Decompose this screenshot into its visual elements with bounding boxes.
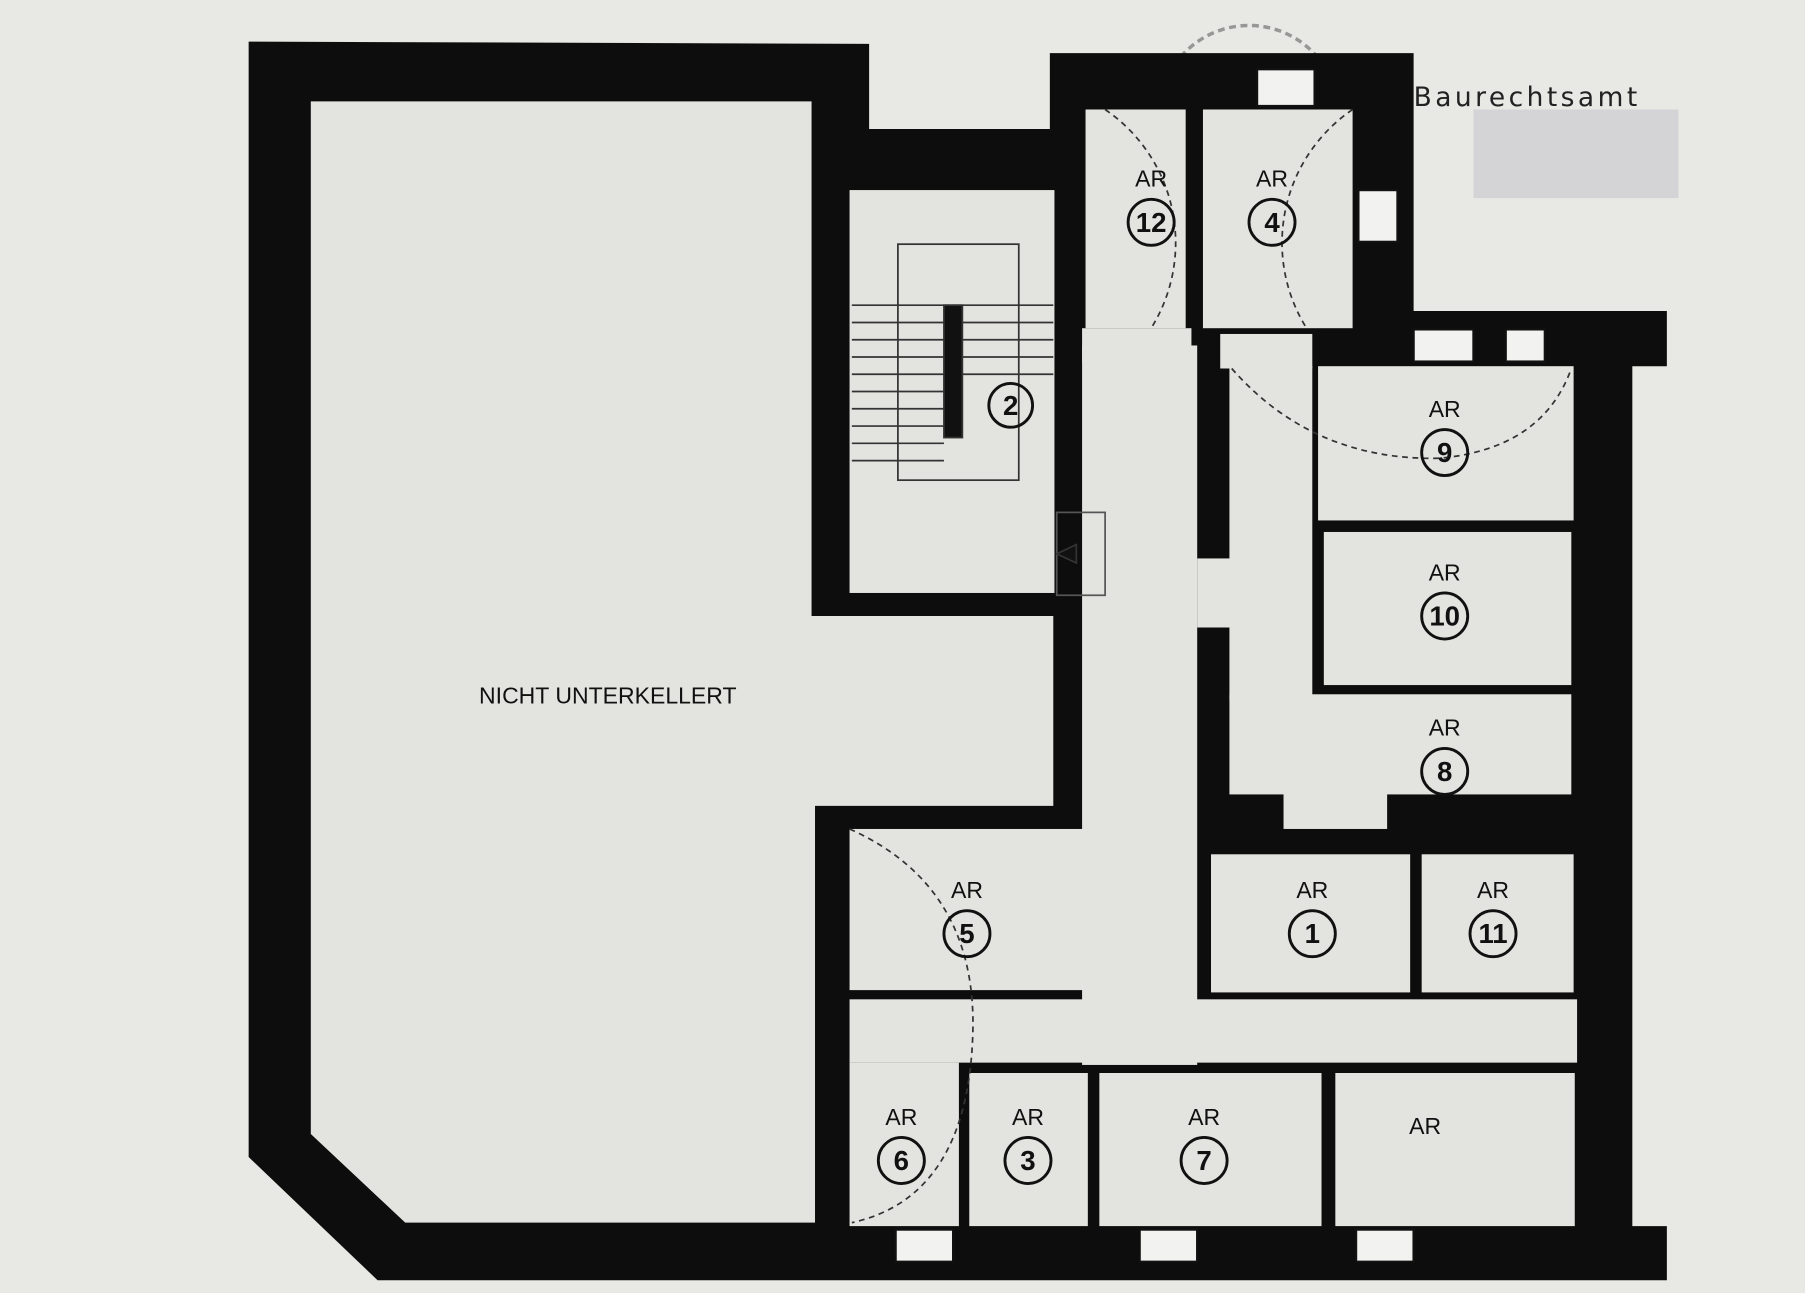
- corridor-lower: [849, 999, 1578, 1063]
- office-label: Baurechtsamt: [1414, 82, 1641, 113]
- room-label: AR: [1409, 1113, 1441, 1139]
- room-7: [1099, 1073, 1322, 1227]
- room-number: 8: [1437, 756, 1452, 787]
- room-8-lower: [1283, 792, 1388, 829]
- room-number-circle: [1287, 909, 1337, 959]
- room-label: AR: [1429, 396, 1461, 422]
- room-12: [1085, 109, 1186, 329]
- room-ar: [1335, 1073, 1575, 1227]
- room-label: AR: [1135, 166, 1167, 192]
- room-label: AR: [1429, 559, 1461, 585]
- room-8: [1229, 694, 1572, 795]
- room-label: AR: [1429, 715, 1461, 741]
- corridor-top-link: [1220, 333, 1313, 369]
- room-number: 1: [1305, 918, 1320, 949]
- room-label: AR: [1188, 1104, 1220, 1130]
- room-number: 9: [1437, 437, 1452, 468]
- corridor-right: [1229, 366, 1313, 701]
- stair-number-circle: [987, 382, 1035, 429]
- room-number-circle: [876, 1136, 926, 1185]
- room-9: [1318, 366, 1574, 521]
- room-number: 10: [1429, 600, 1460, 631]
- room-6: [849, 1062, 959, 1227]
- corridor-main: [1082, 345, 1198, 1065]
- room-number-circle: [1247, 197, 1297, 247]
- area-label: NICHT UNTERKELLERT: [479, 682, 737, 708]
- room-number-circle: [1003, 1136, 1053, 1185]
- room-floors: [310, 101, 1578, 1227]
- room-number: 3: [1020, 1145, 1035, 1176]
- room-number-circle: [1179, 1136, 1229, 1185]
- room-number-circle: [1468, 909, 1518, 959]
- room-label: AR: [1256, 166, 1288, 192]
- room-11: [1421, 854, 1574, 993]
- room-number-circle: [1126, 197, 1176, 247]
- room-number: 4: [1264, 207, 1280, 238]
- room-number: 5: [959, 918, 974, 949]
- redacted-box: [1473, 109, 1679, 199]
- room-number: 6: [894, 1145, 909, 1176]
- room-10: [1323, 531, 1572, 686]
- room-label: AR: [951, 877, 983, 903]
- room-4: [1202, 109, 1353, 329]
- room-number-circle: [942, 909, 992, 959]
- windows: [894, 68, 1546, 1263]
- room-3: [969, 1073, 1088, 1227]
- staircase: [849, 108, 1573, 1224]
- room-label: AR: [885, 1104, 917, 1130]
- corridor-mid: [1197, 558, 1244, 628]
- room-label: AR: [1012, 1104, 1044, 1130]
- room-number-circle: [1420, 746, 1470, 796]
- room-number: 11: [1478, 918, 1507, 949]
- stair-number: 2: [1003, 390, 1018, 421]
- room-number-circle: [1420, 428, 1470, 477]
- room-number: 7: [1196, 1145, 1211, 1176]
- room-number: 12: [1136, 207, 1167, 238]
- room-1: [1211, 854, 1411, 993]
- room-label: AR: [1296, 877, 1328, 903]
- room-number-circle: [1420, 591, 1470, 641]
- room-label: AR: [1477, 877, 1509, 903]
- unexcavated-area: [310, 101, 1054, 1223]
